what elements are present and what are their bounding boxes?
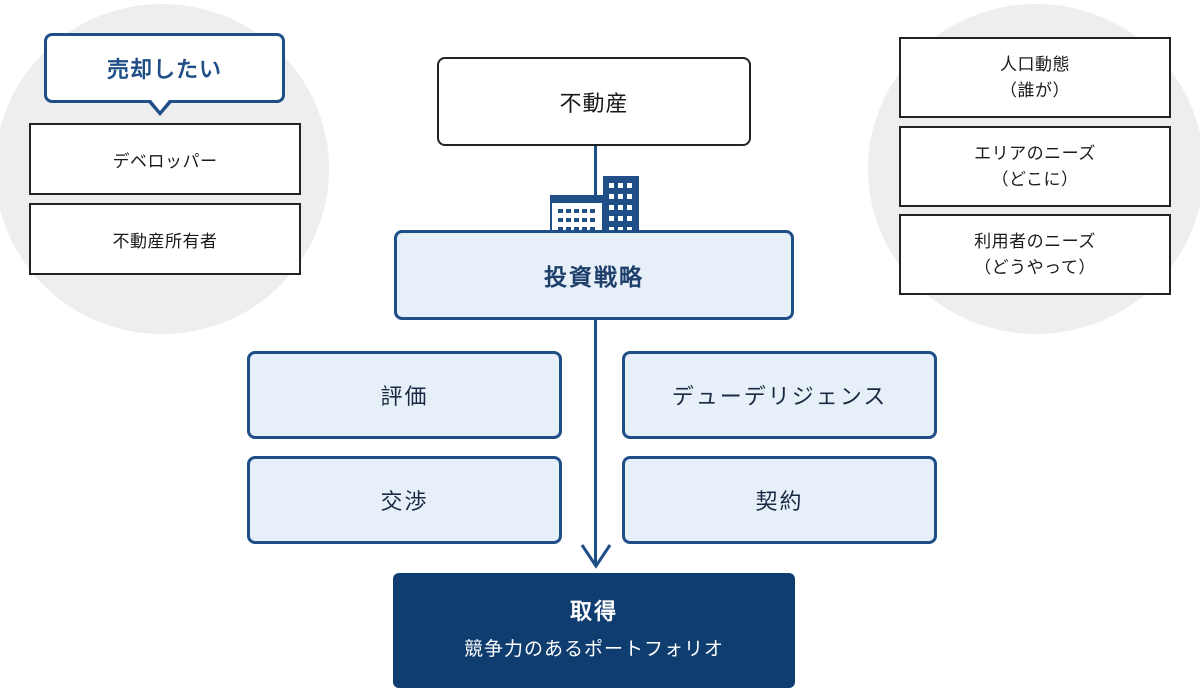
analysis-user-needs-sub: （どうやって） bbox=[974, 257, 1096, 278]
acquisition-title: 取得 bbox=[569, 599, 618, 625]
seller-developer: デベロッパー bbox=[29, 123, 301, 195]
acquisition-subtitle: 競争力のあるポートフォリオ bbox=[463, 637, 724, 660]
bubble-tail-inner bbox=[151, 100, 169, 111]
analysis-user-needs: 利用者のニーズ （どうやって） bbox=[899, 214, 1171, 295]
connector-main bbox=[594, 320, 597, 565]
connector-top bbox=[594, 146, 597, 232]
analysis-area-needs: エリアのニーズ （どこに） bbox=[899, 126, 1171, 207]
investment-strategy-box: 投資戦略 bbox=[394, 230, 794, 320]
analysis-demographics: 人口動態 （誰が） bbox=[899, 37, 1171, 118]
analysis-demographics-sub: （誰が） bbox=[1000, 80, 1070, 101]
step-contract: 契約 bbox=[622, 456, 937, 544]
step-valuation: 評価 bbox=[247, 351, 562, 439]
arrow-down-icon bbox=[580, 544, 612, 569]
analysis-user-needs-title: 利用者のニーズ bbox=[974, 231, 1096, 252]
real-estate-box: 不動産 bbox=[437, 57, 751, 146]
step-due-diligence: デューデリジェンス bbox=[622, 351, 937, 439]
seller-property-owner: 不動産所有者 bbox=[29, 203, 301, 275]
analysis-area-needs-sub: （どこに） bbox=[991, 169, 1079, 190]
analysis-demographics-title: 人口動態 bbox=[1000, 54, 1070, 75]
acquisition-box: 取得 競争力のあるポートフォリオ bbox=[393, 573, 795, 688]
step-negotiation: 交渉 bbox=[247, 456, 562, 544]
analysis-area-needs-title: エリアのニーズ bbox=[974, 143, 1096, 164]
sell-bubble: 売却したい bbox=[44, 33, 285, 103]
